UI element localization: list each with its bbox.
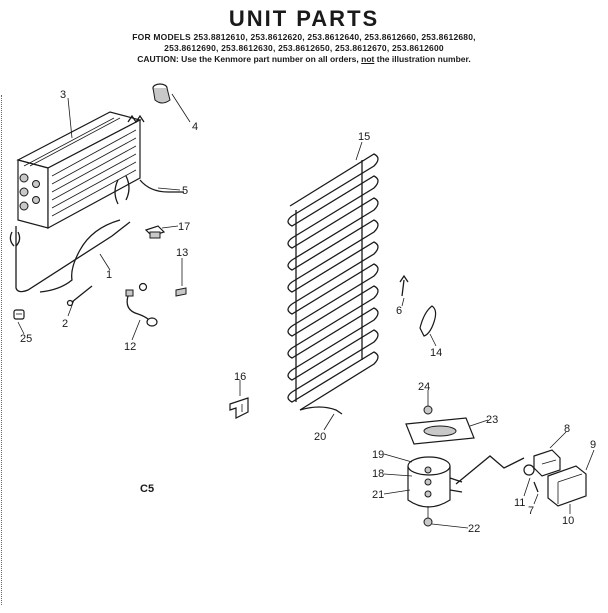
callout-7: 7 — [528, 505, 534, 517]
callout-14: 14 — [430, 347, 442, 359]
part-14-bracket — [419, 305, 437, 337]
part-25-grommet — [13, 309, 25, 320]
caution-suffix: the illustration number. — [376, 54, 471, 64]
page-edge-mark — [1, 95, 5, 605]
part-5-heater-wire — [139, 179, 184, 193]
part-12-wire-harness — [125, 282, 158, 327]
part-9-relay-cover — [547, 465, 587, 507]
callout-18: 18 — [372, 468, 384, 480]
callout-15: 15 — [358, 131, 370, 143]
callout-11: 11 — [514, 497, 525, 509]
callout-22: 22 — [468, 523, 480, 535]
callout-25: 25 — [20, 333, 32, 345]
callout-19: 19 — [372, 449, 384, 461]
callout-4: 4 — [192, 121, 198, 133]
figure-code: C5 — [140, 483, 154, 495]
caution-prefix: CAUTION: Use the Kenmore part number on … — [137, 54, 359, 64]
models-line-2: 253.8612690, 253.8612630, 253.8612650, 2… — [164, 43, 444, 53]
part-24-grommet — [423, 396, 433, 415]
part-16-mount-bracket — [229, 397, 249, 419]
part-4-drain-tube — [152, 83, 171, 104]
callout-21: 21 — [372, 489, 384, 501]
callout-2: 2 — [62, 318, 68, 330]
callout-5: 5 — [182, 185, 188, 197]
models-line-1: FOR MODELS 253.8812610, 253.8612620, 253… — [132, 32, 476, 42]
callout-13: 13 — [176, 247, 188, 259]
part-6-screw — [399, 274, 409, 297]
part-21-compressor — [407, 456, 463, 508]
callout-3: 3 — [60, 89, 66, 101]
callout-12: 12 — [124, 341, 136, 353]
callout-leaders — [17, 93, 595, 529]
part-line-tube — [455, 455, 525, 485]
part-13-clip — [175, 287, 187, 297]
part-1-tubing — [9, 175, 131, 293]
callout-10: 10 — [562, 515, 574, 527]
part-22-foot — [423, 506, 433, 527]
part-11-overload — [523, 464, 535, 476]
part-15-condenser-coil — [287, 153, 379, 415]
part-23-mount-plate — [405, 417, 475, 445]
callout-17: 17 — [178, 221, 190, 233]
part-3-evaporator-coil — [16, 111, 145, 230]
callout-24: 24 — [418, 381, 430, 393]
part-17-terminal — [144, 225, 166, 239]
callout-9: 9 — [590, 439, 596, 451]
part-7-clip — [533, 481, 539, 493]
callout-6: 6 — [396, 305, 402, 317]
callout-20: 20 — [314, 431, 326, 443]
caution-emphasis: not — [361, 54, 375, 64]
callout-16: 16 — [234, 371, 246, 383]
part-2-screw — [66, 285, 93, 307]
callout-1: 1 — [106, 269, 112, 281]
page-title: UNIT PARTS — [228, 6, 380, 31]
caution-note: CAUTION: Use the Kenmore part number on … — [0, 54, 608, 64]
callout-23: 23 — [486, 414, 498, 426]
callout-8: 8 — [564, 423, 570, 435]
part-8-relay — [533, 449, 561, 477]
